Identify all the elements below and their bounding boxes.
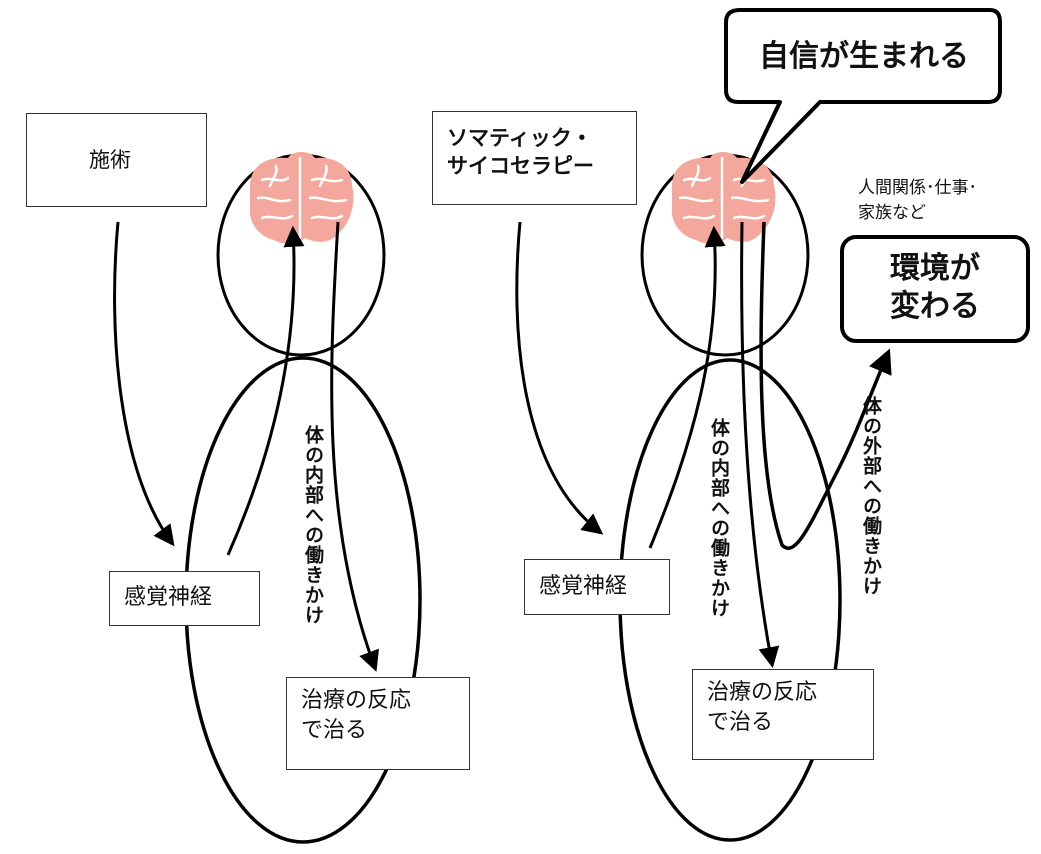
left-sensory-arrow: [226, 225, 305, 556]
environment-note: 人間関係･仕事･ 家族など: [858, 178, 977, 223]
left-result-box: 治療の反応 で治る: [286, 677, 470, 770]
left-inner-action-label: 体の内部への働きかけ: [302, 425, 324, 625]
right-result-box: 治療の反応 で治る: [692, 669, 874, 760]
environment-text: 環境が 変わる: [890, 251, 980, 324]
left-brain-icon: [249, 152, 354, 244]
environment-box-frame: [840, 235, 1030, 343]
left-input-arrow: [113, 221, 175, 547]
right-sense-box: 感覚神経: [524, 559, 670, 615]
right-sensory-arrow: [648, 225, 726, 549]
left-sense-box: 感覚神経: [109, 571, 260, 626]
right-input-label: ソマティック・ サイコセラピー: [447, 126, 594, 179]
right-outer-arrow: [759, 221, 892, 550]
right-outer-action-label: 体の外部への働きかけ: [860, 396, 882, 596]
left-figure: [113, 152, 422, 844]
confidence-bubble: [724, 8, 1002, 184]
left-result-label: 治療の反応 で治る: [301, 688, 412, 743]
right-sense-label: 感覚神経: [539, 574, 628, 599]
left-sense-label: 感覚神経: [124, 585, 213, 610]
left-input-label: 施術: [89, 148, 131, 172]
right-input-box: ソマティック・ サイコセラピー: [432, 111, 637, 205]
right-inner-action-label: 体の内部への働きかけ: [708, 418, 730, 618]
right-response-arrow: [740, 221, 780, 669]
left-input-box: 施術: [26, 113, 207, 207]
right-result-label: 治療の反応 で治る: [707, 680, 818, 735]
confidence-text: 自信が生まれる: [759, 39, 969, 74]
left-response-arrow: [330, 221, 379, 672]
right-input-arrow: [515, 221, 604, 535]
